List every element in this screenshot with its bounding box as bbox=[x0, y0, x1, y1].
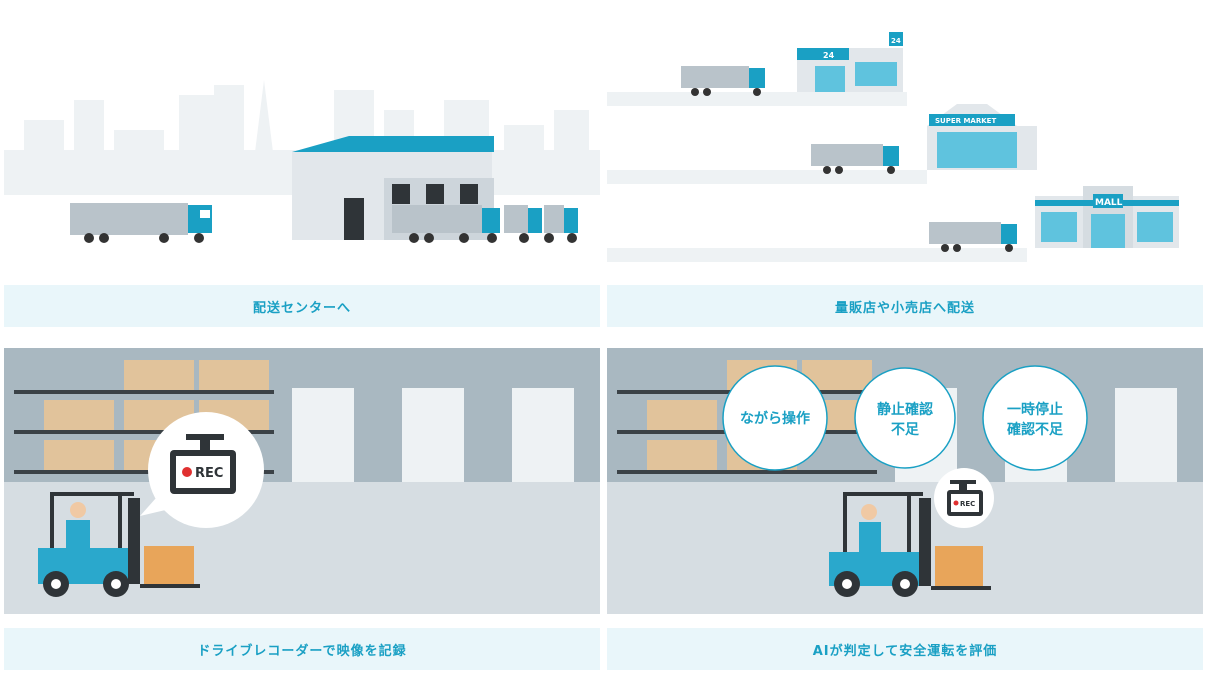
panel-dashcam-recording: REC bbox=[4, 348, 600, 614]
bubble-stop-check-line1: 静止確認 bbox=[877, 401, 933, 418]
retail-delivery-illustration: 24 24 SUPER MARKET bbox=[607, 32, 1179, 262]
road-2 bbox=[607, 170, 927, 184]
mall-sign: MALL bbox=[1095, 198, 1123, 208]
moving-truck bbox=[70, 203, 212, 243]
distribution-center-illustration bbox=[4, 80, 600, 243]
panel-distribution-center bbox=[4, 0, 600, 270]
convenience-sign: 24 bbox=[823, 51, 835, 60]
bubble-nagara-text: ながら操作 bbox=[740, 410, 810, 427]
dashcam-illustration: REC bbox=[4, 348, 600, 614]
forklift bbox=[829, 492, 991, 597]
small-dashcam: REC bbox=[934, 468, 994, 528]
convenience-badge: 24 bbox=[891, 37, 901, 45]
forklift bbox=[38, 492, 200, 597]
supermarket: SUPER MARKET bbox=[927, 104, 1037, 170]
panel-ai-evaluation: REC ながら操作 静止確認 不足 一時停止 確認不足 bbox=[607, 348, 1203, 614]
panel-retail-delivery: 24 24 SUPER MARKET bbox=[607, 0, 1203, 270]
caption-dashcam-recording: ドライブレコーダーで映像を記録 bbox=[4, 628, 600, 670]
shutter-2 bbox=[402, 388, 464, 482]
truck-2 bbox=[811, 144, 899, 174]
ai-evaluation-illustration: REC ながら操作 静止確認 不足 一時停止 確認不足 bbox=[607, 348, 1203, 614]
bubble-stop-check: 静止確認 不足 bbox=[854, 367, 956, 469]
bubble-temporary-stop-line1: 一時停止 bbox=[1007, 401, 1063, 418]
caption-ai-evaluation: AIが判定して安全運転を評価 bbox=[607, 628, 1203, 670]
bubble-nagara: ながら操作 bbox=[722, 365, 828, 471]
road-1 bbox=[607, 92, 907, 106]
truck-3 bbox=[929, 222, 1017, 252]
truck-1 bbox=[681, 66, 765, 96]
bubble-temporary-stop: 一時停止 確認不足 bbox=[982, 365, 1088, 471]
bubble-temporary-stop-line2: 確認不足 bbox=[1007, 421, 1064, 438]
caption-retail-delivery: 量販店や小売店へ配送 bbox=[607, 285, 1203, 327]
supermarket-sign: SUPER MARKET bbox=[935, 117, 996, 125]
convenience-store: 24 24 bbox=[797, 32, 903, 92]
door bbox=[1115, 388, 1177, 482]
rec-label: REC bbox=[195, 466, 223, 481]
caption-distribution-center: 配送センターへ bbox=[4, 285, 600, 327]
road-3 bbox=[607, 248, 1027, 262]
mall: MALL bbox=[1035, 186, 1179, 248]
dashcam-bubble: REC bbox=[140, 412, 264, 528]
small-rec-label: REC bbox=[960, 500, 975, 508]
shutter-1 bbox=[292, 388, 354, 482]
bubble-stop-check-line2: 不足 bbox=[891, 422, 920, 438]
door bbox=[512, 388, 574, 482]
docked-trucks bbox=[392, 205, 578, 243]
